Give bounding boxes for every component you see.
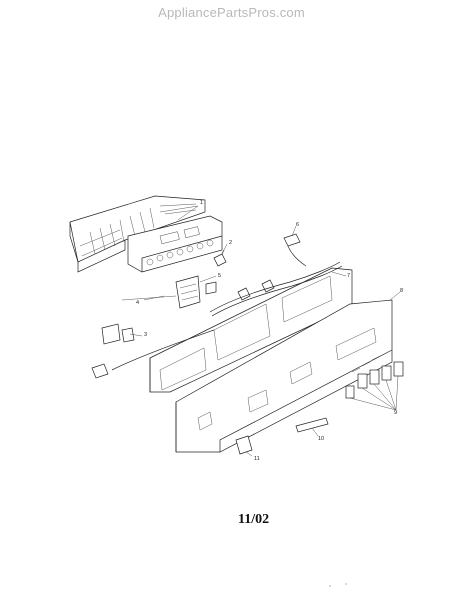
control-housing bbox=[69, 195, 206, 273]
callout-6: 6 bbox=[296, 222, 299, 228]
callout-11: 11 bbox=[254, 456, 260, 462]
small-bracket bbox=[101, 323, 135, 345]
callout-2: 2 bbox=[229, 240, 232, 246]
wire-end bbox=[91, 363, 109, 379]
date-stamp: 11/02 bbox=[238, 512, 270, 527]
callout-10: 10 bbox=[318, 436, 324, 442]
wire-connector bbox=[283, 233, 301, 247]
switch-module bbox=[175, 275, 217, 309]
callout-4: 4 bbox=[136, 300, 139, 306]
callout-1: 1 bbox=[200, 200, 203, 206]
callout-3: 3 bbox=[144, 332, 147, 338]
leader-lines bbox=[121, 205, 401, 457]
trim-strip bbox=[295, 417, 329, 433]
callout-9: 9 bbox=[394, 410, 397, 416]
electronic-control-board bbox=[127, 215, 223, 273]
callout-7: 7 bbox=[347, 273, 350, 279]
front-panel bbox=[175, 299, 393, 453]
callout-5: 5 bbox=[218, 273, 221, 279]
button-pads bbox=[345, 361, 404, 411]
watermark: AppliancePartsPros.com bbox=[158, 5, 305, 20]
clip-part bbox=[213, 249, 227, 267]
callout-8: 8 bbox=[400, 288, 403, 294]
wire-harness bbox=[111, 245, 343, 371]
scan-specks bbox=[329, 583, 347, 587]
knob-cap bbox=[235, 435, 253, 455]
